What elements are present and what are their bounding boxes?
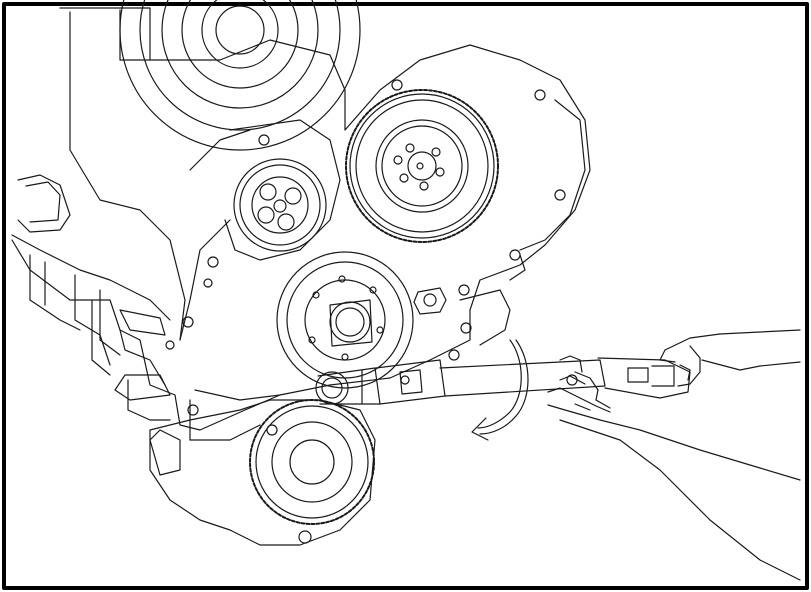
torque-wrench [315, 357, 691, 405]
idler-gear-hub [233, 158, 327, 252]
lower-gear [149, 399, 376, 546]
upper-pulley [119, 0, 361, 151]
camshaft-gear [345, 89, 499, 243]
crankshaft-gear [276, 251, 414, 389]
engine-front-cover [11, 7, 591, 441]
technician-hands [547, 329, 801, 581]
rotation-arrow [471, 339, 529, 441]
